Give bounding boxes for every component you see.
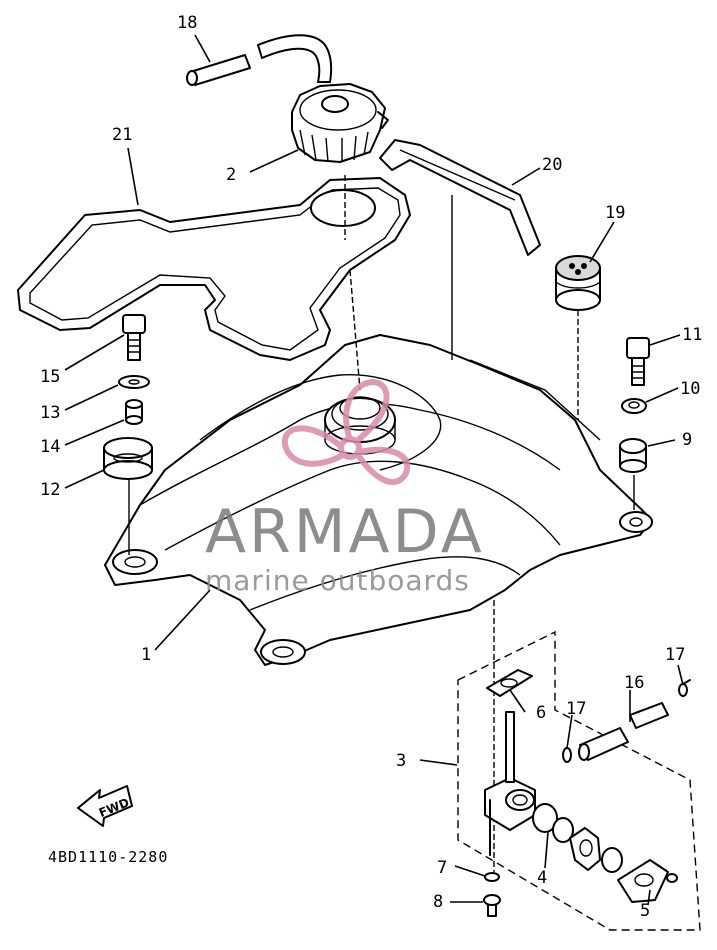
part-8-screw [483, 894, 501, 917]
part-13-washer [118, 375, 150, 389]
callout-14: 14 [40, 437, 60, 457]
callout-13: 13 [40, 403, 60, 423]
part-20-strap [379, 139, 541, 256]
callout-19: 19 [605, 203, 625, 223]
leader-lines [64, 34, 684, 906]
callout-20: 20 [542, 155, 562, 175]
callout-labels: 18 2 21 20 19 15 13 14 12 11 10 9 1 3 6 … [40, 13, 702, 921]
callout-18: 18 [177, 13, 197, 33]
part-12-grommet [103, 437, 153, 480]
callout-7: 7 [437, 858, 447, 878]
part-15-bolt [122, 314, 146, 361]
callout-4: 4 [537, 868, 547, 888]
part-10-collar [621, 398, 647, 414]
callout-12: 12 [40, 480, 60, 500]
callout-21: 21 [112, 125, 132, 145]
part-2-fuel-cap [291, 83, 389, 163]
part-17-hose-clip-a [562, 747, 572, 763]
forward-direction-arrow: FWD [77, 785, 133, 827]
part-code: 4BD1110-2280 [48, 848, 168, 866]
part-7-washer [484, 872, 500, 882]
part-19-grommet [555, 255, 601, 311]
callout-6: 6 [536, 703, 546, 723]
watermark-title: ARMADA [205, 497, 485, 567]
callout-2: 2 [226, 165, 236, 185]
callout-5: 5 [640, 901, 650, 921]
callout-11: 11 [682, 325, 702, 345]
part-3-fuel-cock-assembly [457, 630, 701, 931]
callout-3: 3 [396, 751, 406, 771]
callout-17-upper: 17 [665, 645, 685, 665]
part-16-fuel-hose [578, 702, 669, 761]
callout-8: 8 [433, 892, 443, 912]
assembly-lines [128, 175, 635, 880]
part-17-hose-clip-b [678, 679, 691, 697]
part-21-pad [17, 177, 411, 361]
callout-17-lower: 17 [566, 699, 586, 719]
watermark-propeller-logo [281, 378, 411, 486]
part-14-collar [125, 399, 143, 425]
callout-10: 10 [680, 379, 700, 399]
callout-9: 9 [682, 430, 692, 450]
part-9-grommet [619, 438, 647, 473]
callout-16: 16 [624, 673, 644, 693]
part-1-fuel-tank [104, 334, 653, 666]
callout-15: 15 [40, 367, 60, 387]
part-11-bolt [626, 337, 650, 386]
callout-1: 1 [141, 645, 151, 665]
watermark-subtitle: marine outboards [205, 564, 470, 597]
part-18-vent-hose [186, 34, 333, 86]
